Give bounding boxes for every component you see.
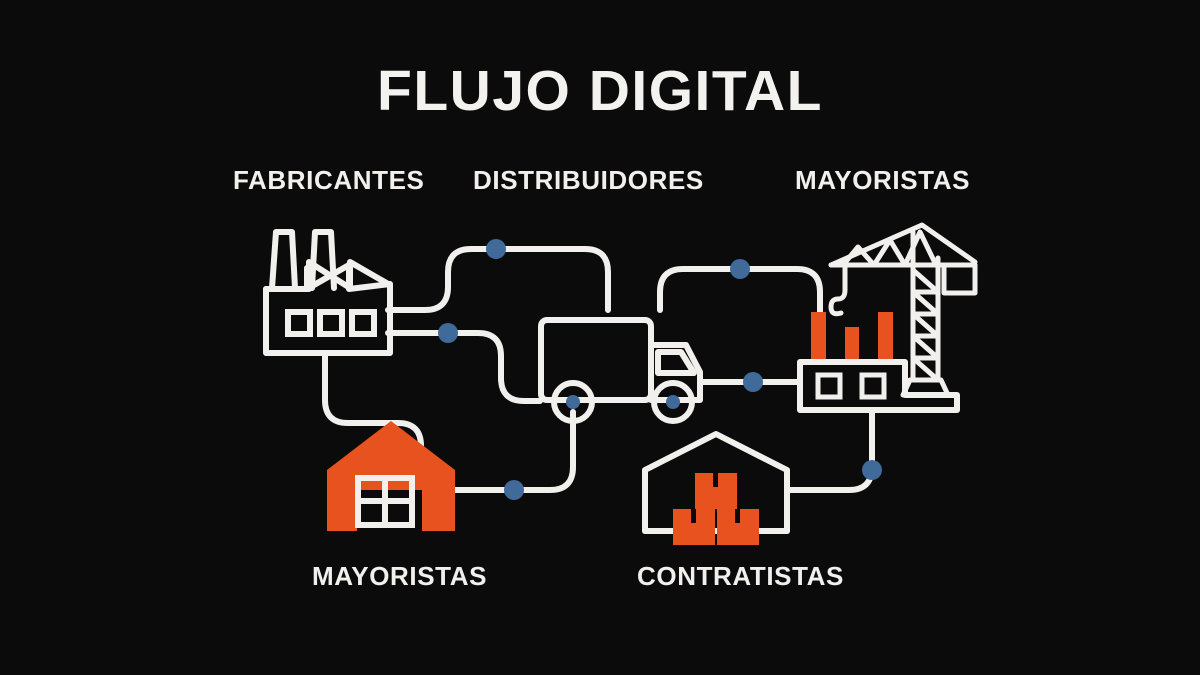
connector-truck-to-warehouse-bottom	[452, 409, 576, 493]
crane-jib-truss	[840, 229, 939, 268]
crane-mast-lattice	[910, 267, 941, 383]
truck-wheel-front	[651, 380, 695, 424]
plant-window-1	[815, 372, 843, 400]
truck-wheel-front-hub	[666, 395, 680, 409]
factory-window-3	[349, 309, 377, 337]
contractors-box-right-tape	[735, 509, 740, 523]
plant-stack-1	[811, 312, 826, 362]
connector-factory-to-truck-left	[385, 330, 543, 404]
connector-node-3[interactable]	[730, 259, 750, 279]
truck-cab-window	[655, 349, 697, 376]
factory-icon	[263, 229, 393, 356]
crane-counterweight	[941, 262, 978, 296]
label-contratistas: CONTRATISTAS	[637, 561, 844, 591]
label-mayoristas-bottom: MAYORISTAS	[312, 561, 488, 591]
crane-hook	[828, 262, 848, 317]
connector-factory-to-warehouse	[322, 350, 424, 473]
connector-node-6[interactable]	[862, 460, 882, 480]
construction-crane-icon	[828, 222, 978, 398]
plant-stack-3	[878, 312, 893, 362]
contractors-box-top-tape	[713, 473, 718, 487]
label-distribuidores: DISTRIBUIDORES	[473, 165, 704, 195]
connector-factory-to-truck-top	[385, 246, 611, 313]
warehouse-orange-window-mullions	[358, 478, 412, 525]
delivery-truck-icon	[538, 317, 703, 424]
truck-cab	[648, 342, 703, 403]
truck-wheel-rear	[551, 380, 595, 424]
factory-roof-sawtooth	[263, 259, 393, 292]
plant-stack-2	[845, 327, 859, 362]
connector-node-2[interactable]	[438, 323, 458, 343]
plant-building	[797, 359, 960, 413]
industrial-plant-icon	[797, 312, 960, 413]
truck-cargo-box	[538, 317, 654, 403]
warehouse-orange-icon	[327, 421, 455, 531]
factory-window-2	[317, 309, 345, 337]
label-mayoristas-top: MAYORISTAS	[795, 165, 971, 195]
contractors-warehouse-outline	[642, 431, 790, 534]
factory-window-1	[285, 309, 313, 337]
factory-windows	[285, 309, 377, 337]
connector-nodes	[438, 239, 882, 500]
connector-plant-to-contractors	[787, 407, 875, 493]
warehouse-boxes-icon	[642, 431, 790, 545]
plant-window-2	[859, 372, 887, 400]
factory-chimney-left	[269, 229, 298, 291]
connector-node-5[interactable]	[504, 480, 524, 500]
connector-node-1[interactable]	[486, 239, 506, 259]
connector-node-4[interactable]	[743, 372, 763, 392]
factory-chimney-right	[309, 229, 337, 291]
page-title: FLUJO DIGITAL	[377, 59, 823, 123]
truck-wheel-rear-hub	[566, 395, 580, 409]
contractors-box-left-tape	[691, 509, 696, 523]
label-fabricantes: FABRICANTES	[233, 165, 425, 195]
